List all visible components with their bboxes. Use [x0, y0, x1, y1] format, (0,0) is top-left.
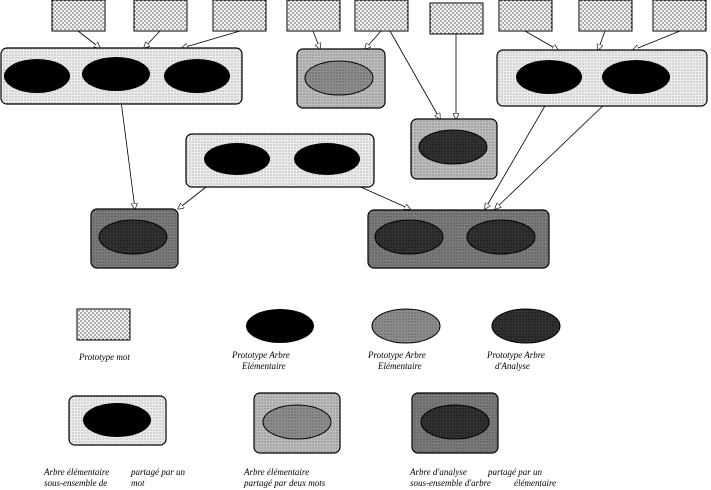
legend-label-line: Arbre élémentaire — [44, 467, 110, 477]
tree-middle-right — [410, 118, 498, 180]
legend-row-2 — [68, 392, 499, 454]
legend-label-line: Prototype Arbre — [232, 350, 290, 360]
word-prototype-7 — [498, 0, 553, 32]
legend-label-line: Elémentaire — [378, 361, 422, 371]
tree-middle — [185, 133, 375, 188]
legend-label-line: sous-ensemble d'arbre — [410, 478, 491, 488]
word-prototype-3 — [212, 0, 267, 32]
legend-label-line: élémentaire — [514, 478, 557, 488]
legend-label-line: Arbre élémentaire — [244, 467, 310, 477]
analysis-tree-right — [367, 209, 550, 269]
legend-label-line: d'Analyse — [495, 361, 530, 371]
tree-top-left — [0, 47, 243, 105]
legend-analysis-prototype — [491, 308, 561, 344]
black-ellipse — [164, 59, 230, 93]
word-prototype-9 — [652, 0, 707, 32]
black-ellipse — [4, 59, 70, 93]
word-prototypes-row — [51, 0, 707, 35]
legend-elementary-prototype-black — [246, 309, 314, 343]
legend-word-prototype — [76, 308, 131, 341]
legend-label-line: mot — [131, 478, 145, 488]
word-prototype-2 — [133, 0, 188, 32]
legend-label-prototype-mot: Prototype mot — [79, 352, 130, 362]
tree-top-right — [496, 49, 708, 107]
black-ellipse — [204, 143, 270, 175]
legend-label-line: Prototype Arbre — [368, 350, 426, 360]
analysis-tree-left — [90, 208, 179, 269]
word-prototype-5 — [354, 0, 409, 32]
word-prototype-6 — [429, 2, 484, 35]
word-prototype-4 — [286, 0, 341, 32]
legend-elementary-prototype-gray — [371, 308, 441, 344]
legend-label-line: Arbre d'analyse — [410, 467, 467, 477]
word-prototype-8 — [578, 0, 633, 32]
legend-label-line: Prototype Arbre — [487, 350, 545, 360]
legend-label-line: Elémentaire — [242, 361, 286, 371]
legend-row-1 — [76, 308, 561, 344]
legend-label-line: sous-ensemble de — [44, 478, 108, 488]
black-ellipse — [602, 60, 670, 94]
tree-top-middle — [296, 48, 386, 109]
black-ellipse — [516, 60, 582, 94]
legend-label-line: partagé par un — [131, 467, 185, 477]
legend-label-line: partagé par deux mots — [244, 478, 326, 488]
word-prototype-1 — [51, 0, 106, 32]
black-ellipse — [294, 143, 360, 175]
legend-label-line: partagé par un — [488, 467, 542, 477]
black-ellipse — [82, 57, 150, 91]
